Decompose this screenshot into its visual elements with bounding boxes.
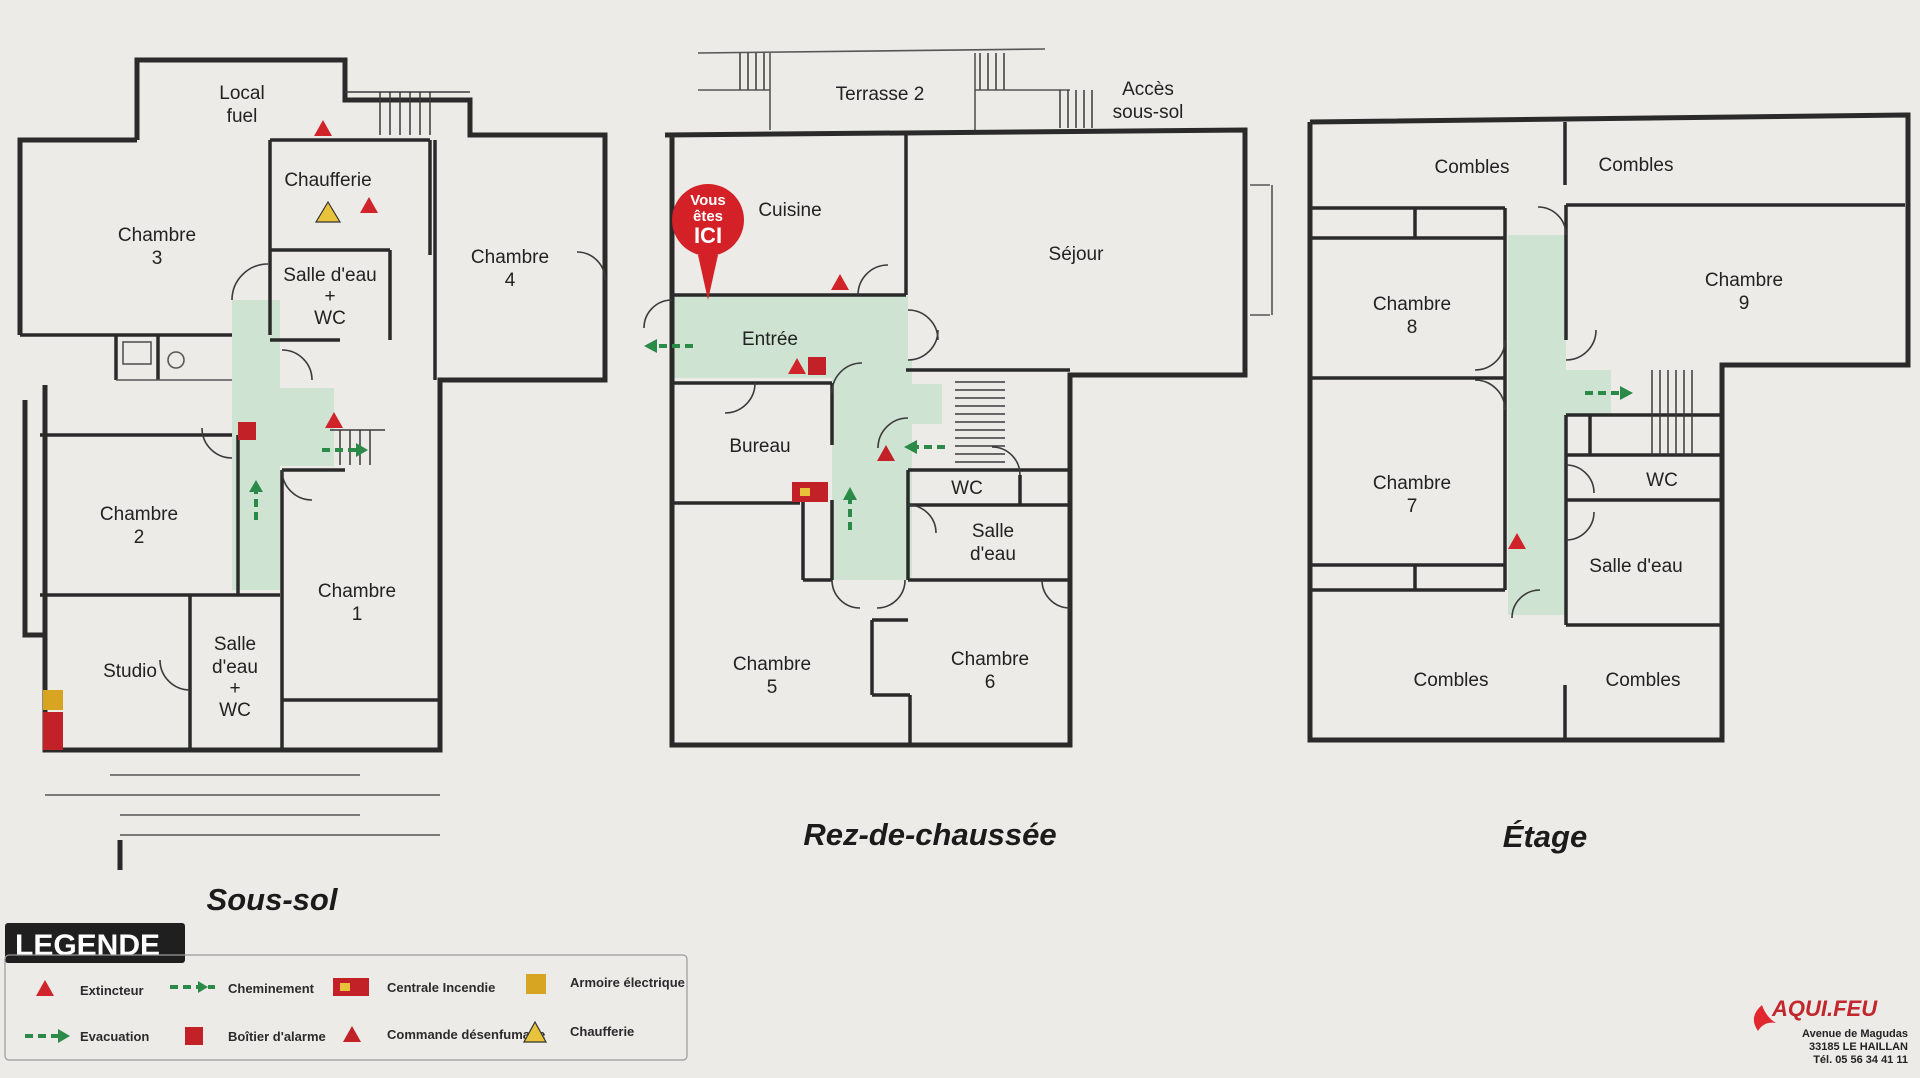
room-combles-bottom-right: Combles — [1606, 670, 1681, 691]
room-cuisine: Cuisine — [758, 200, 821, 221]
room-entree: Entrée — [742, 329, 798, 350]
legend-centrale: Centrale Incendie — [387, 980, 495, 995]
room-salle-eau-wc: Salle d'eau+WC — [283, 265, 376, 329]
boiler-room-icon — [522, 1020, 548, 1043]
legend-evacuation: Evacuation — [80, 1029, 149, 1044]
electrical-cabinet-icon — [526, 974, 546, 994]
brand-name: AQUI.FEU — [1771, 996, 1878, 1021]
legend-extincteur: Extincteur — [80, 983, 144, 998]
room-wc: WC — [951, 478, 983, 499]
brand-address-line-1: Avenue de Magudas — [1802, 1028, 1908, 1040]
plan-title-sous-sol: Sous-sol — [207, 882, 339, 917]
room-sejour: Séjour — [1049, 244, 1105, 265]
room-terrasse-2: Terrasse 2 — [836, 84, 925, 105]
room-combles-top-right: Combles — [1599, 155, 1674, 176]
legend-commande: Commande désenfumage — [387, 1027, 545, 1042]
legend-title: LEGENDE — [15, 929, 160, 962]
smoke-control-icon — [343, 1026, 361, 1042]
room-combles-bottom-left: Combles — [1414, 670, 1489, 691]
room-combles-top-left: Combles — [1435, 157, 1510, 178]
alarm-box-icon — [185, 1027, 203, 1045]
room-salle-eau-etage: Salle d'eau — [1589, 556, 1682, 577]
extinguisher-icon — [36, 980, 54, 996]
legend-chaufferie: Chaufferie — [570, 1024, 634, 1039]
plan-title-etage: Étage — [1503, 819, 1587, 854]
legend-cheminement: Cheminement — [228, 981, 315, 996]
brand-logo: AQUI.FEU Avenue de Magudas 33185 LE HAIL… — [1753, 996, 1908, 1066]
fire-panel-icon — [333, 978, 369, 996]
plan-title-rez-de-chaussee: Rez-de-chaussée — [803, 817, 1056, 852]
legend: LEGENDE Extincteur Cheminement Centrale … — [4, 923, 688, 1061]
brand-address-line-2: 33185 LE HAILLAN — [1809, 1041, 1908, 1053]
legend-armoire: Armoire électrique — [570, 975, 685, 990]
room-bureau: Bureau — [729, 436, 790, 457]
brand-address-line-3: Tél. 05 56 34 41 11 — [1813, 1054, 1908, 1066]
legend-boitier: Boîtier d'alarme — [228, 1029, 326, 1044]
room-chaufferie: Chaufferie — [284, 170, 371, 191]
room-wc-etage: WC — [1646, 470, 1678, 491]
room-studio: Studio — [103, 661, 157, 682]
